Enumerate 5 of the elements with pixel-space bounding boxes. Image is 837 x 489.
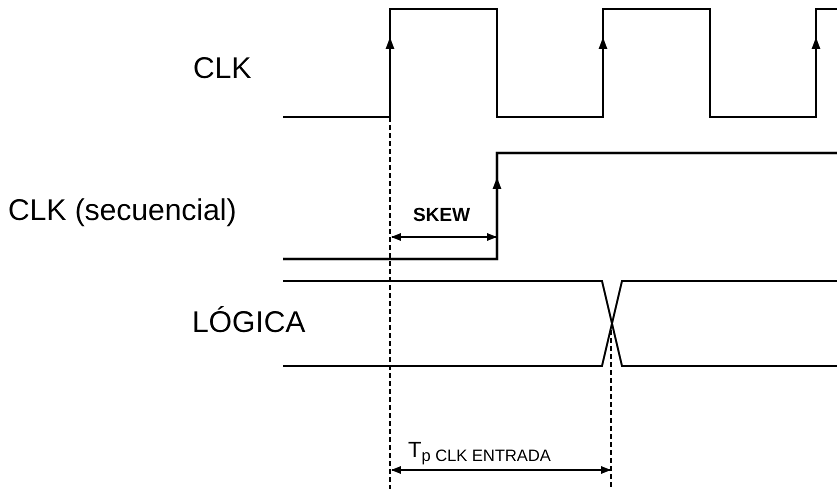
signal-name: LÓGICA [192, 305, 306, 341]
dimension-label: T$_{p CLK ENTRADA}$ [408, 436, 551, 464]
signal-name: CLK [193, 51, 252, 87]
signal-name: CLK (secuencial) [8, 193, 236, 229]
dimension-label: SKEW [413, 204, 470, 228]
